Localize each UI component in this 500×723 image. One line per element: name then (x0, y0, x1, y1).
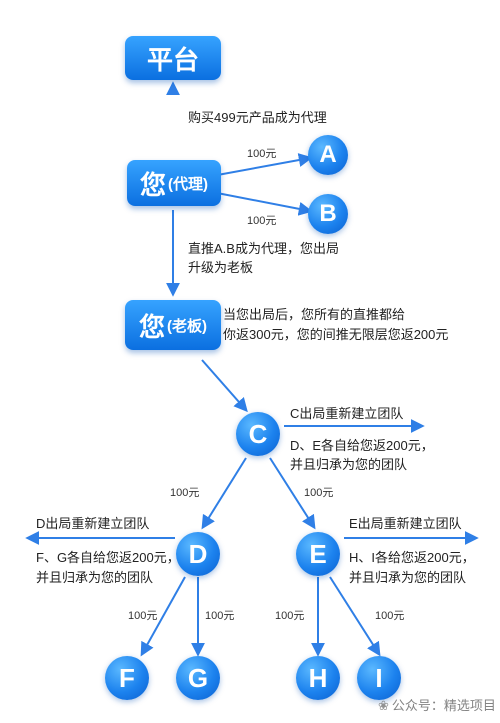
money-label-e-h: 100元 (275, 610, 305, 622)
boss-note-line1: 当您出局后，您所有的直推都给 (223, 307, 406, 322)
direct-note-line1: 直推A.B成为代理，您出局 (188, 241, 339, 256)
node-h: H (296, 656, 340, 700)
e-rebuild-note: E出局重新建立团队 (349, 516, 462, 531)
e-rebate-line2: 并且归承为您的团队 (349, 570, 467, 585)
node-c-label: C (248, 418, 268, 449)
money-label-d-f: 100元 (128, 610, 158, 622)
node-g: G (176, 656, 220, 700)
watermark-text: 公众号：精选项目 (391, 698, 496, 713)
boss-note-line2: 你返300元，您的间推无限层您返200元 (223, 327, 449, 342)
you-agent-node: 您(代理) (127, 160, 221, 206)
d-rebate-line1: F、G各自给您返200元， (36, 550, 180, 565)
arrow-e-to-i (329, 576, 381, 657)
node-e: E (296, 532, 340, 576)
money-label-e-i: 100元 (375, 610, 405, 622)
node-e-label: E (309, 538, 327, 569)
you-agent-sub-label: (代理) (168, 175, 208, 193)
node-c: C (236, 412, 280, 456)
c-rebuild-note: C出局重新建立团队 (290, 406, 404, 421)
wechat-icon: ❀ (378, 698, 389, 713)
arrow-agent-to-a (211, 153, 313, 177)
arrow-d-to-f (140, 576, 186, 657)
money-label-d-g: 100元 (205, 610, 235, 622)
node-i-label: I (375, 662, 383, 693)
money-label-a: 100元 (247, 148, 277, 160)
node-d: D (176, 532, 220, 576)
node-h-label: H (308, 662, 328, 693)
direct-note-line2: 升级为老板 (188, 260, 254, 275)
node-a-label: A (319, 141, 337, 168)
buy-note: 购买499元产品成为代理 (188, 110, 327, 125)
node-a: A (308, 135, 348, 175)
node-d-label: D (188, 538, 208, 569)
platform-node: 平台 (125, 36, 221, 80)
d-rebate-line2: 并且归承为您的团队 (36, 570, 154, 585)
d-rebuild-note: D出局重新建立团队 (36, 516, 150, 531)
you-boss-sub-label: (老板) (167, 317, 207, 335)
you-boss-label: 您 (138, 311, 165, 342)
e-rebate-line1: H、I各给您返200元， (349, 550, 475, 565)
you-agent-label: 您 (139, 169, 166, 200)
node-g-label: G (187, 662, 209, 693)
arrow-agent-to-b (211, 191, 313, 216)
arrow-c-to-d (201, 457, 247, 530)
c-rebate-line2: 并且归承为您的团队 (290, 457, 408, 472)
money-label-b: 100元 (247, 215, 277, 227)
watermark: ❀公众号：精选项目 (378, 692, 496, 720)
you-boss-node: 您(老板) (125, 300, 221, 350)
money-label-c-d: 100元 (170, 487, 200, 499)
node-b: B (308, 194, 348, 234)
arrow-boss-to-c (201, 359, 248, 413)
arrow-c-to-e (269, 457, 316, 530)
platform-label: 平台 (146, 44, 199, 75)
node-b-label: B (319, 200, 337, 227)
node-f: F (105, 656, 149, 700)
c-rebate-line1: D、E各自给您返200元， (290, 438, 434, 453)
node-f-label: F (119, 662, 135, 693)
node-i: I (357, 656, 401, 700)
money-label-c-e: 100元 (304, 487, 334, 499)
